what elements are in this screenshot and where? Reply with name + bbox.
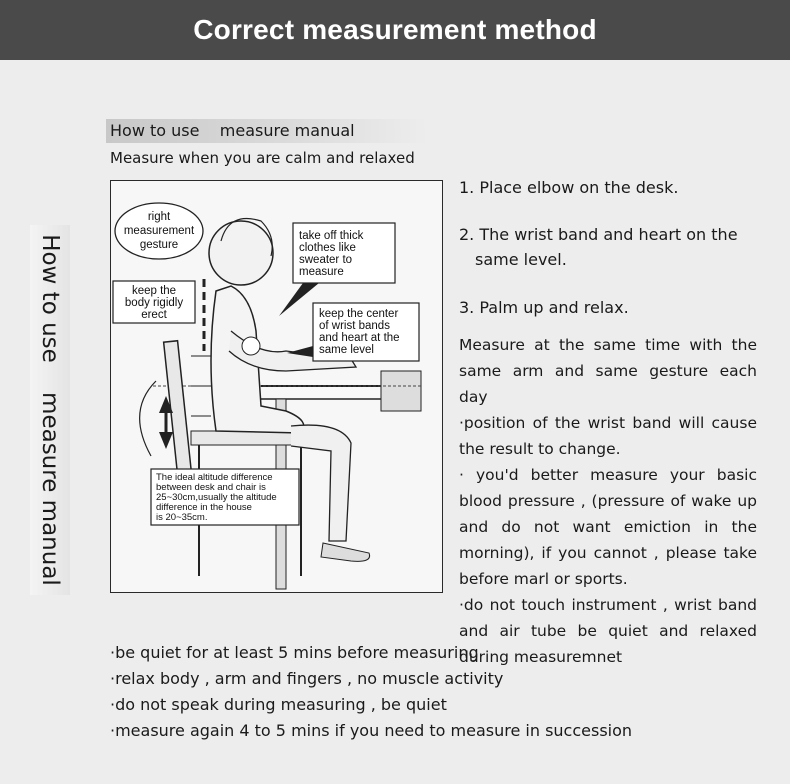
page-title: Correct measurement method [193,14,597,45]
bubble-clothes-line: sweater to [299,254,352,266]
bubble-gesture-line: right [148,211,171,223]
bubble-body-line: keep the [132,285,176,297]
instruction-paragraph: · you'd better measure your basic blood … [459,466,757,588]
steps-list: 1. Place elbow on the desk. 2. The wrist… [459,178,779,317]
bubble-body-line: erect [141,309,167,321]
bubble-center-line: and heart at the [319,332,400,344]
instruction-paragraph: ·do not touch instrument , wrist band an… [459,596,757,666]
bubble-center-line: same level [319,344,374,356]
section-heading: How to use measure manual [106,119,428,143]
bubble-gesture-line: gesture [140,239,178,251]
instructions-block: Measure at the same time with the same a… [459,332,757,670]
bubble-altitude-line: The ideal altitude difference [156,472,273,483]
bubble-center-line: of wrist bands [319,320,390,332]
step-item: 2. The wrist band and heart on the [459,225,738,244]
tip-item: ·measure again 4 to 5 mins if you need t… [110,721,633,740]
step-item: 1. Place elbow on the desk. [459,178,679,197]
bubble-clothes-line: take off thick [299,230,364,242]
tip-item: ·relax body , arm and fingers , no muscl… [110,669,504,688]
instruction-paragraph: Measure at the same time with the same a… [459,336,757,406]
bubble-altitude-line: difference in the house [156,502,252,513]
bubble-clothes-line: clothes like [299,242,356,254]
side-label: How to use measure manual [30,225,70,595]
bubble-center-line: keep the center [319,308,398,320]
instruction-paragraph: ·position of the wrist band will cause t… [459,414,757,458]
bubble-altitude-line: is 20~35cm. [156,512,208,523]
posture-illustration: right measurement gesture keep the body … [110,180,443,593]
bubble-gesture-line: measurement [124,225,195,237]
step-item: 3. Palm up and relax. [459,298,629,317]
bubble-altitude-line: 25~30cm,usually the altitude [156,492,277,503]
side-label-text: How to use measure manual [37,234,63,586]
tip-item: ·do not speak during measuring , be quie… [110,695,447,714]
posture-drawing: right measurement gesture keep the body … [112,202,422,590]
bubble-body-line: body rigidly [125,297,183,309]
bubble-clothes-line: measure [299,266,344,278]
tip-item: ·be quiet for at least 5 mins before mea… [110,643,479,662]
section-subheading: Measure when you are calm and relaxed [110,149,415,167]
bubble-altitude-line: between desk and chair is [156,482,266,493]
step-item: same level. [475,250,567,269]
page-header: Correct measurement method [0,0,790,60]
tips-list: ·be quiet for at least 5 mins before mea… [110,640,710,744]
